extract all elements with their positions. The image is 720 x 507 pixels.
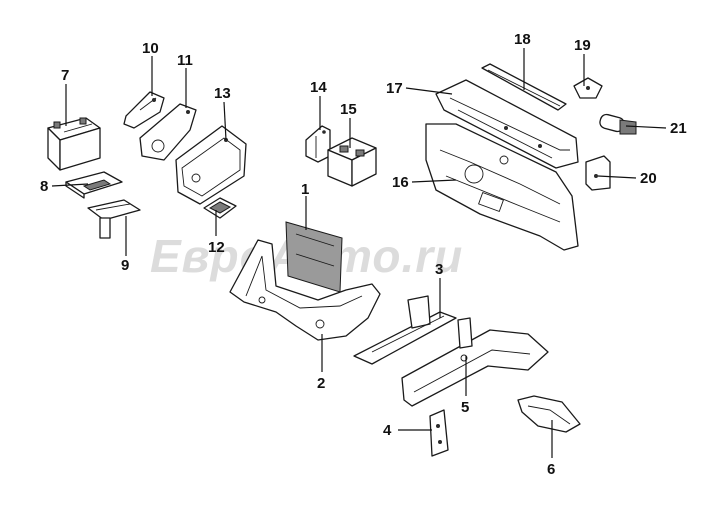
callout-16[interactable]: 16 bbox=[392, 174, 409, 191]
part-clip-19[interactable] bbox=[573, 77, 603, 99]
part-battery-bracket[interactable] bbox=[87, 199, 141, 239]
part-relay-box[interactable] bbox=[327, 137, 377, 187]
part-pad-12[interactable] bbox=[203, 197, 237, 219]
part-bracket-6[interactable] bbox=[517, 395, 581, 433]
callout-labels: 1 2 3 4 5 6 7 8 9 10 11 12 13 14 15 16 1… bbox=[40, 31, 687, 478]
callout-18[interactable]: 18 bbox=[514, 31, 531, 48]
part-sensor-21[interactable] bbox=[599, 113, 637, 135]
part-crossmember-2[interactable] bbox=[229, 239, 381, 341]
part-bracket-20[interactable] bbox=[585, 155, 611, 191]
callout-14[interactable]: 14 bbox=[310, 79, 327, 96]
callout-7[interactable]: 7 bbox=[61, 67, 69, 84]
part-rail-3[interactable] bbox=[353, 295, 457, 365]
callout-12[interactable]: 12 bbox=[208, 239, 225, 256]
callout-9[interactable]: 9 bbox=[121, 257, 129, 274]
callout-8[interactable]: 8 bbox=[40, 178, 48, 195]
part-battery-tray[interactable] bbox=[65, 171, 123, 199]
leader-lines bbox=[51, 48, 667, 458]
callout-4[interactable]: 4 bbox=[383, 422, 392, 439]
callout-6[interactable]: 6 bbox=[547, 461, 555, 478]
callout-1[interactable]: 1 bbox=[301, 181, 309, 198]
part-bracket-plate[interactable] bbox=[139, 103, 197, 161]
callout-3[interactable]: 3 bbox=[435, 261, 443, 278]
part-battery[interactable] bbox=[47, 117, 101, 171]
part-side-member-5[interactable] bbox=[401, 317, 549, 407]
callout-20[interactable]: 20 bbox=[640, 170, 657, 187]
part-bulkhead-16[interactable] bbox=[425, 123, 579, 251]
callout-11[interactable]: 11 bbox=[177, 52, 193, 69]
callout-15[interactable]: 15 bbox=[340, 101, 357, 118]
callout-19[interactable]: 19 bbox=[574, 37, 591, 54]
callout-10[interactable]: 10 bbox=[142, 40, 159, 57]
part-bracket-4[interactable] bbox=[429, 409, 449, 457]
part-cowl-17[interactable] bbox=[435, 79, 579, 169]
callout-21[interactable]: 21 bbox=[670, 120, 687, 137]
callout-5[interactable]: 5 bbox=[461, 399, 469, 416]
part-bracket-10[interactable] bbox=[123, 91, 165, 129]
part-mount-13[interactable] bbox=[175, 125, 247, 205]
callout-17[interactable]: 17 bbox=[386, 80, 403, 97]
callout-13[interactable]: 13 bbox=[214, 85, 231, 102]
part-bracket-14[interactable] bbox=[305, 125, 331, 163]
callout-2[interactable]: 2 bbox=[317, 375, 325, 392]
